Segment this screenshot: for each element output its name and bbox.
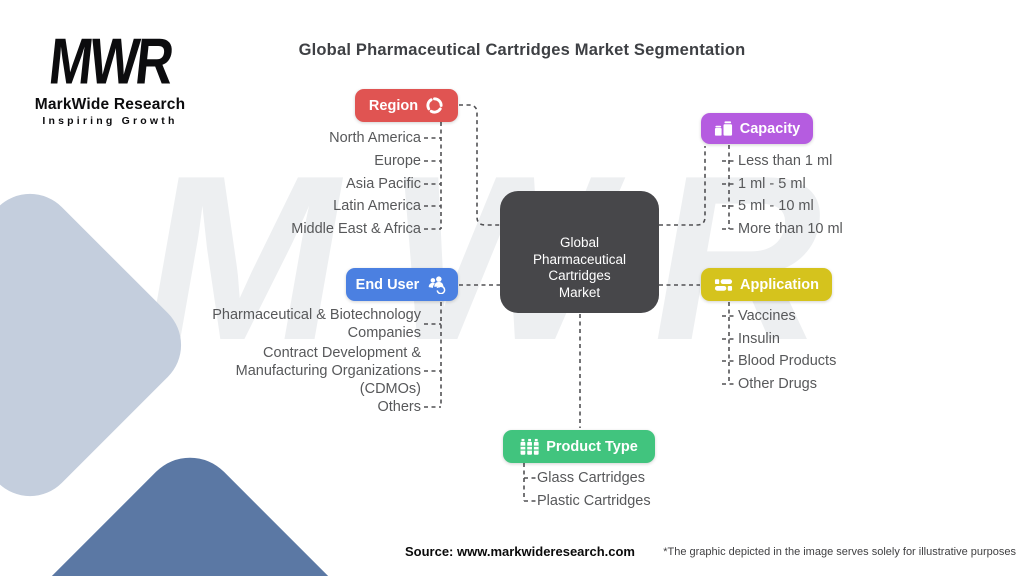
application-item: Insulin bbox=[738, 331, 780, 347]
region-item: Asia Pacific bbox=[346, 176, 421, 192]
logo-monogram: MWR bbox=[45, 25, 175, 99]
markwide-logo: MWR MarkWide Research Inspiring Growth bbox=[28, 26, 192, 127]
segment-button-region: Region bbox=[355, 89, 458, 122]
end-user-item: Contract Development & Manufacturing Org… bbox=[235, 345, 421, 397]
users-refresh-icon bbox=[429, 276, 446, 294]
region-item: Middle East & Africa bbox=[291, 221, 421, 237]
globe-icon bbox=[426, 97, 443, 114]
capacity-item: More than 10 ml bbox=[738, 221, 843, 237]
product-type-item: Plastic Cartridges bbox=[537, 493, 651, 509]
center-market-node-label: Global Pharmaceutical Cartridges Market bbox=[532, 235, 627, 300]
segment-button-application: Application bbox=[701, 268, 832, 301]
region-item: North America bbox=[329, 130, 421, 146]
region-item: Europe bbox=[374, 153, 421, 169]
end-user-item: Pharmaceutical & Biotechnology Companies bbox=[212, 307, 421, 341]
logo-tagline: Inspiring Growth bbox=[42, 115, 178, 127]
containers-icon bbox=[714, 120, 732, 136]
product-type-item: Glass Cartridges bbox=[537, 470, 645, 486]
capacity-item: Less than 1 ml bbox=[738, 153, 833, 169]
page-title: Global Pharmaceutical Cartridges Market … bbox=[298, 41, 746, 59]
capacity-item: 5 ml - 10 ml bbox=[738, 198, 814, 214]
segment-button-capacity-label: Capacity bbox=[739, 120, 801, 137]
application-item: Other Drugs bbox=[738, 376, 817, 392]
segment-button-application-label: Application bbox=[740, 276, 819, 293]
source-text: Source: www.markwideresearch.com bbox=[404, 544, 635, 559]
logo-name: MarkWide Research bbox=[34, 96, 186, 113]
segment-button-region-label: Region bbox=[368, 97, 419, 114]
region-item: Latin America bbox=[333, 198, 421, 214]
end-user-item: Others bbox=[377, 399, 421, 415]
center-market-node: Global Pharmaceutical Cartridges Market bbox=[500, 191, 659, 313]
application-item: Blood Products bbox=[738, 353, 837, 369]
segment-button-product-type-label: Product Type bbox=[546, 438, 638, 455]
segment-button-end-user: End User bbox=[346, 268, 458, 301]
cartridges-icon bbox=[520, 438, 539, 455]
capsules-icon bbox=[714, 278, 733, 291]
disclaimer-text: *The graphic depicted in the image serve… bbox=[663, 546, 1016, 558]
segment-button-end-user-label: End User bbox=[355, 276, 420, 293]
segment-button-product-type: Product Type bbox=[503, 430, 655, 463]
segment-button-capacity: Capacity bbox=[701, 113, 813, 144]
capacity-item: 1 ml - 5 ml bbox=[738, 176, 806, 192]
application-item: Vaccines bbox=[738, 308, 796, 324]
